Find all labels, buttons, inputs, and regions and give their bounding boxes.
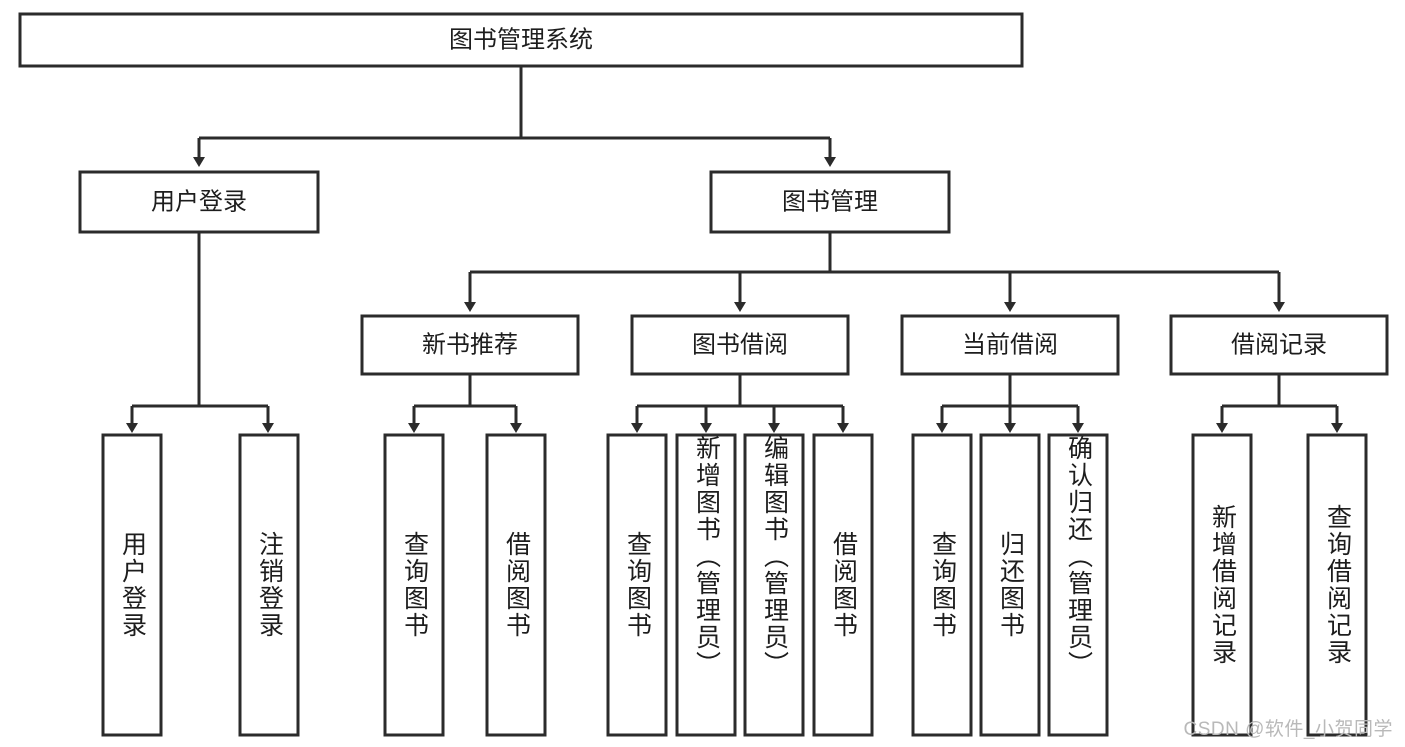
edge-group-currentborrow-to-leaves bbox=[936, 374, 1084, 433]
leaf-add-record-box[interactable] bbox=[1191, 433, 1253, 737]
node-book-management-label: 图书管理 bbox=[782, 188, 878, 215]
leaf-edit-book-box[interactable] bbox=[743, 433, 805, 737]
node-current-borrow-label: 当前借阅 bbox=[962, 331, 1058, 358]
node-root[interactable]: 图书管理系统 bbox=[18, 12, 1024, 68]
node-book-borrow-label: 图书借阅 bbox=[692, 331, 788, 358]
leaf-confirm-return-box[interactable] bbox=[1047, 433, 1109, 737]
node-current-borrow[interactable]: 当前借阅 bbox=[900, 314, 1120, 376]
edge-group-userlogin-to-leaves bbox=[126, 232, 274, 433]
edge-group-newbook-to-leaves bbox=[408, 374, 522, 433]
node-book-borrow[interactable]: 图书借阅 bbox=[630, 314, 850, 376]
leaf-query-book-3-box[interactable] bbox=[911, 433, 973, 737]
node-new-book-recommend-label: 新书推荐 bbox=[422, 331, 518, 358]
node-book-borrow-box[interactable] bbox=[630, 314, 850, 376]
node-borrow-record-label: 借阅记录 bbox=[1231, 331, 1327, 358]
leaf-query-book-1-box[interactable] bbox=[383, 433, 445, 737]
edge-group-borrowrecord-to-leaves bbox=[1216, 374, 1343, 433]
node-user-login[interactable]: 用户登录 bbox=[78, 170, 320, 234]
edge-group-bookborrow-to-leaves bbox=[631, 374, 849, 433]
edge-group-bookmanagement-to-level3 bbox=[464, 232, 1285, 312]
leaf-borrow-book-1-box[interactable] bbox=[485, 433, 547, 737]
csdn-watermark: CSDN @软件_小贺同学 bbox=[1183, 719, 1393, 740]
node-book-management-box[interactable] bbox=[709, 170, 951, 234]
node-borrow-record-box[interactable] bbox=[1169, 314, 1389, 376]
edge-group-root-to-level2 bbox=[193, 66, 836, 167]
leaf-query-book-2-box[interactable] bbox=[606, 433, 668, 737]
leaf-user-login-box[interactable] bbox=[101, 433, 163, 737]
node-current-borrow-box[interactable] bbox=[900, 314, 1120, 376]
node-user-login-label: 用户登录 bbox=[151, 188, 247, 215]
node-root-label: 图书管理系统 bbox=[449, 26, 593, 53]
node-root-box[interactable] bbox=[18, 12, 1024, 68]
leaf-user-logout-box[interactable] bbox=[238, 433, 300, 737]
leaf-add-book-box[interactable] bbox=[675, 433, 737, 737]
leaf-return-book-box[interactable] bbox=[979, 433, 1041, 737]
node-new-book-recommend-box[interactable] bbox=[360, 314, 580, 376]
leaf-borrow-book-2-box[interactable] bbox=[812, 433, 874, 737]
node-new-book-recommend[interactable]: 新书推荐 bbox=[360, 314, 580, 376]
leaf-query-record-box[interactable] bbox=[1306, 433, 1368, 737]
node-borrow-record[interactable]: 借阅记录 bbox=[1169, 314, 1389, 376]
node-user-login-box[interactable] bbox=[78, 170, 320, 234]
node-book-management[interactable]: 图书管理 bbox=[709, 170, 951, 234]
